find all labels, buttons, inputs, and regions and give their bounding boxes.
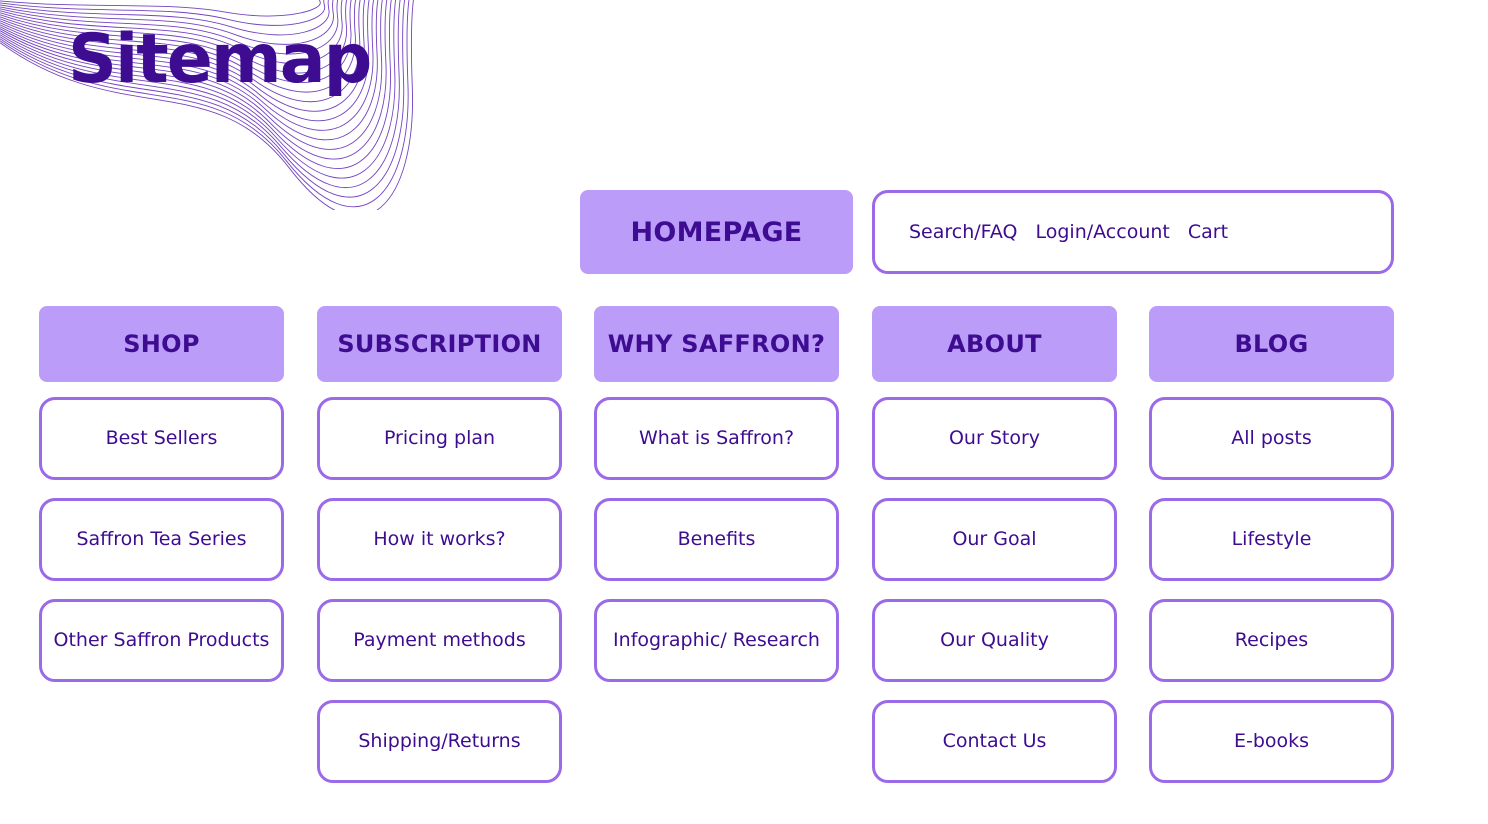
wave-line: [0, 0, 388, 160]
node-our-goal: Our Goal: [872, 498, 1117, 581]
wave-line: [0, 0, 334, 45]
wave-line: [0, 0, 348, 74]
node-infographic-research: Infographic/ Research: [594, 599, 839, 682]
node-other-saffron-products: Other Saffron Products: [39, 599, 284, 682]
homepage-node: HOMEPAGE: [580, 190, 853, 274]
wave-line: [0, 0, 343, 64]
node-our-quality: Our Quality: [872, 599, 1117, 682]
wave-line: [0, 0, 397, 179]
wave-line: [0, 0, 405, 198]
section-header-why-saffron: WHY SAFFRON?: [594, 306, 839, 382]
wave-line: [0, 0, 321, 17]
wave-line: [0, 0, 366, 112]
node-contact-us: Contact Us: [872, 700, 1117, 783]
wave-line: [0, 0, 330, 36]
wave-line: [0, 0, 414, 210]
top-nav-search-faq: Search/FAQ: [909, 220, 1018, 243]
node-what-is-saffron: What is Saffron?: [594, 397, 839, 480]
section-header-shop: SHOP: [39, 306, 284, 382]
wave-line: [0, 0, 352, 83]
node-how-it-works: How it works?: [317, 498, 562, 581]
wave-line: [0, 0, 357, 93]
wave-line: [0, 0, 379, 141]
wave-line: [0, 0, 410, 208]
node-lifestyle: Lifestyle: [1149, 498, 1394, 581]
section-header-subscription: SUBSCRIPTION: [317, 306, 562, 382]
node-recipes: Recipes: [1149, 599, 1394, 682]
node-benefits: Benefits: [594, 498, 839, 581]
top-nav-node: Search/FAQ Login/Account Cart: [872, 190, 1394, 274]
node-e-books: E-books: [1149, 700, 1394, 783]
node-best-sellers: Best Sellers: [39, 397, 284, 480]
wave-line: [0, 0, 401, 189]
section-header-blog: BLOG: [1149, 306, 1394, 382]
page-title: Sitemap: [68, 20, 372, 99]
wave-lines-decoration: [0, 0, 414, 210]
node-all-posts: All posts: [1149, 397, 1394, 480]
wave-line: [0, 0, 325, 26]
wave-line: [0, 0, 361, 103]
node-pricing-plan: Pricing plan: [317, 397, 562, 480]
wave-line: [0, 0, 374, 131]
top-nav-cart: Cart: [1187, 220, 1229, 243]
node-saffron-tea-series: Saffron Tea Series: [39, 498, 284, 581]
wave-line: [0, 0, 383, 150]
wave-line: [0, 0, 392, 169]
node-shipping-returns: Shipping/Returns: [317, 700, 562, 783]
wave-line: [0, 0, 370, 122]
top-nav-login-account: Login/Account: [1035, 220, 1170, 243]
node-payment-methods: Payment methods: [317, 599, 562, 682]
wave-line: [0, 0, 339, 55]
node-our-story: Our Story: [872, 397, 1117, 480]
section-header-about: ABOUT: [872, 306, 1117, 382]
